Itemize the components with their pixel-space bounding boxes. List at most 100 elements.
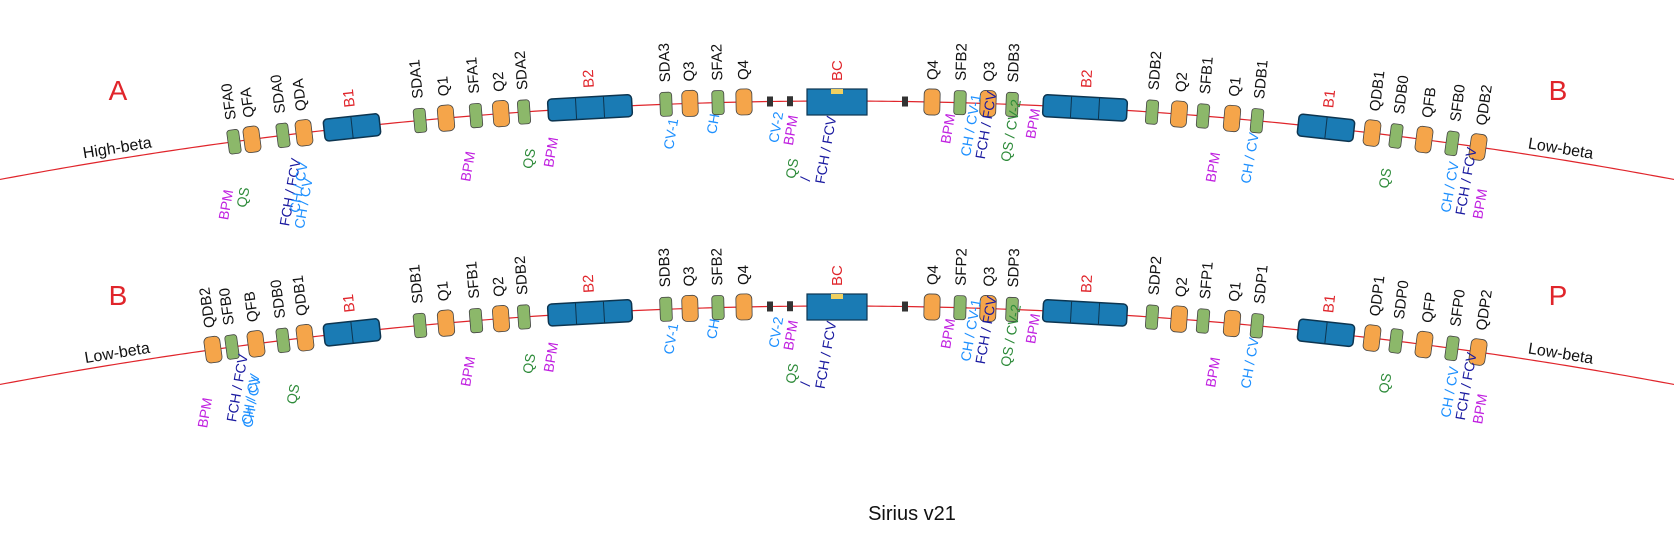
magnet-sfa2: SFA2 [708, 44, 726, 116]
magnet-sdb1: SDB1 [1249, 59, 1272, 134]
sextupole-shape [711, 90, 725, 116]
magnet-b2: B2 [1041, 69, 1129, 122]
magnet-q4: Q4 [735, 60, 753, 116]
dipole-b2-shape [1041, 299, 1129, 327]
magnet-label: SFB2 [953, 43, 971, 81]
magnet-q3: Q3 [979, 266, 998, 323]
magnet-label: Q1 [1226, 281, 1245, 302]
magnet-label: QFA [237, 87, 258, 119]
magnet-label: QDB2 [1473, 84, 1496, 127]
quadrupole-shape [979, 90, 997, 118]
corrector-bpm: BPM [937, 317, 958, 350]
magnet-label: SDP1 [1251, 264, 1272, 305]
magnet-qfa: QFA [237, 87, 262, 154]
magnet-q2: Q2 [490, 276, 510, 333]
magnet-label: Q3 [681, 61, 699, 82]
magnet-sfb1: SFB1 [463, 261, 483, 334]
magnet-label: SDA1 [406, 59, 427, 100]
magnet-label: SDA3 [656, 43, 674, 83]
magnet-label: Q3 [981, 61, 999, 82]
magnet-sfa1: SFA1 [463, 56, 483, 129]
magnet-label: SDP0 [1391, 279, 1413, 320]
corrector-label: BPM [1469, 187, 1490, 220]
dipole-divider [574, 97, 578, 120]
magnet-sdp3: SDP3 [1005, 248, 1024, 322]
magnet-label: SFP0 [1447, 288, 1469, 327]
quadrupole-shape [294, 119, 314, 147]
dipole-divider [602, 301, 606, 324]
corrector-label: BPM [1022, 107, 1043, 140]
magnet-sdb3: SDB3 [1005, 43, 1024, 117]
magnet-sdb0: SDB0 [1388, 74, 1413, 149]
magnet-sdb2: SDB2 [1144, 51, 1165, 125]
corrector-bpm: BPM [457, 355, 478, 388]
magnet-q3: Q3 [681, 61, 699, 117]
sextupole-shape [1005, 296, 1019, 322]
magnet-b1: B1 [322, 88, 382, 142]
magnet-label: SFA2 [708, 44, 726, 81]
beta-label-left: High-beta [82, 135, 153, 163]
sextupole-shape [1005, 91, 1019, 117]
magnet-label: QFB [241, 290, 262, 323]
magnet-label: B1 [340, 293, 359, 313]
corrector-bpm: BPM [780, 114, 801, 147]
corrector-bpm: BPM [1202, 356, 1223, 389]
magnet-label: B1 [1320, 89, 1339, 109]
magnet-label: SDB2 [512, 255, 532, 295]
magnet-qdp2: QDP2 [1468, 289, 1496, 366]
magnet-label: SDB3 [1005, 43, 1024, 83]
corrector-bpm: BPM [780, 319, 801, 352]
magnet-bc: BC [806, 265, 868, 321]
magnet-label: SFP1 [1197, 261, 1217, 300]
quadrupole-shape [1362, 324, 1382, 352]
magnet-label: SDP3 [1005, 248, 1024, 288]
corrector-bpm: BPM [540, 136, 561, 169]
sextupole-shape [1195, 103, 1211, 129]
magnet-sda2: SDA2 [512, 50, 531, 125]
magnet-sfb2: SFB2 [953, 43, 971, 116]
magnet-sda3: SDA3 [656, 43, 674, 117]
magnet-qfb: QFB [241, 290, 266, 358]
magnet-label: SDB0 [1391, 74, 1413, 115]
magnet-label: SDA0 [268, 74, 290, 115]
sextupole-shape [224, 334, 240, 360]
magnet-label: Q2 [490, 276, 508, 297]
quadrupole-shape [1362, 119, 1382, 147]
sextupole-shape [412, 312, 428, 339]
corrector-label: QS / CV-2 [997, 98, 1024, 163]
dipole-divider [1324, 116, 1328, 139]
quadrupole-shape [242, 125, 262, 154]
quadrupole-shape [492, 100, 510, 128]
corrector-label: BPM [540, 136, 561, 169]
magnet-label: SFP2 [953, 248, 971, 286]
sextupole-shape [226, 128, 242, 155]
magnet-label: QDB2 [196, 286, 218, 329]
dipole-divider [1097, 97, 1101, 120]
corrector-label: BPM [937, 317, 958, 350]
magnet-label: QDP1 [1367, 275, 1389, 318]
corrector-label: CH [703, 112, 722, 135]
magnet-label: Q4 [735, 60, 752, 80]
corrector-label: CH / CV [1237, 131, 1262, 185]
magnet-sfb1: SFB1 [1195, 56, 1217, 129]
magnet-label: B2 [580, 274, 598, 293]
magnet-label: Q4 [924, 265, 941, 285]
corrector-cv-2: CV-2 [765, 315, 786, 349]
corrector-coil-icon [767, 96, 773, 107]
corrector-label: QS [519, 352, 538, 375]
corrector-bpm: BPM [1022, 312, 1043, 345]
corrector-coil-icon [787, 96, 793, 107]
magnet-bc: BC [806, 60, 868, 116]
diagram-caption: Sirius v21 [868, 503, 956, 525]
magnet-sfb2: SFB2 [708, 248, 726, 321]
magnet-sdb1: SDB1 [406, 264, 428, 339]
magnet-q4: Q4 [923, 60, 942, 116]
magnet-q1: Q1 [434, 280, 456, 337]
corrector-qs-cv-2: QS / CV-2 [997, 303, 1024, 368]
magnet-label: B2 [1078, 69, 1096, 88]
corrector-cv-1: CV-1 [660, 322, 681, 356]
magnet-label: QFB [1419, 86, 1440, 119]
